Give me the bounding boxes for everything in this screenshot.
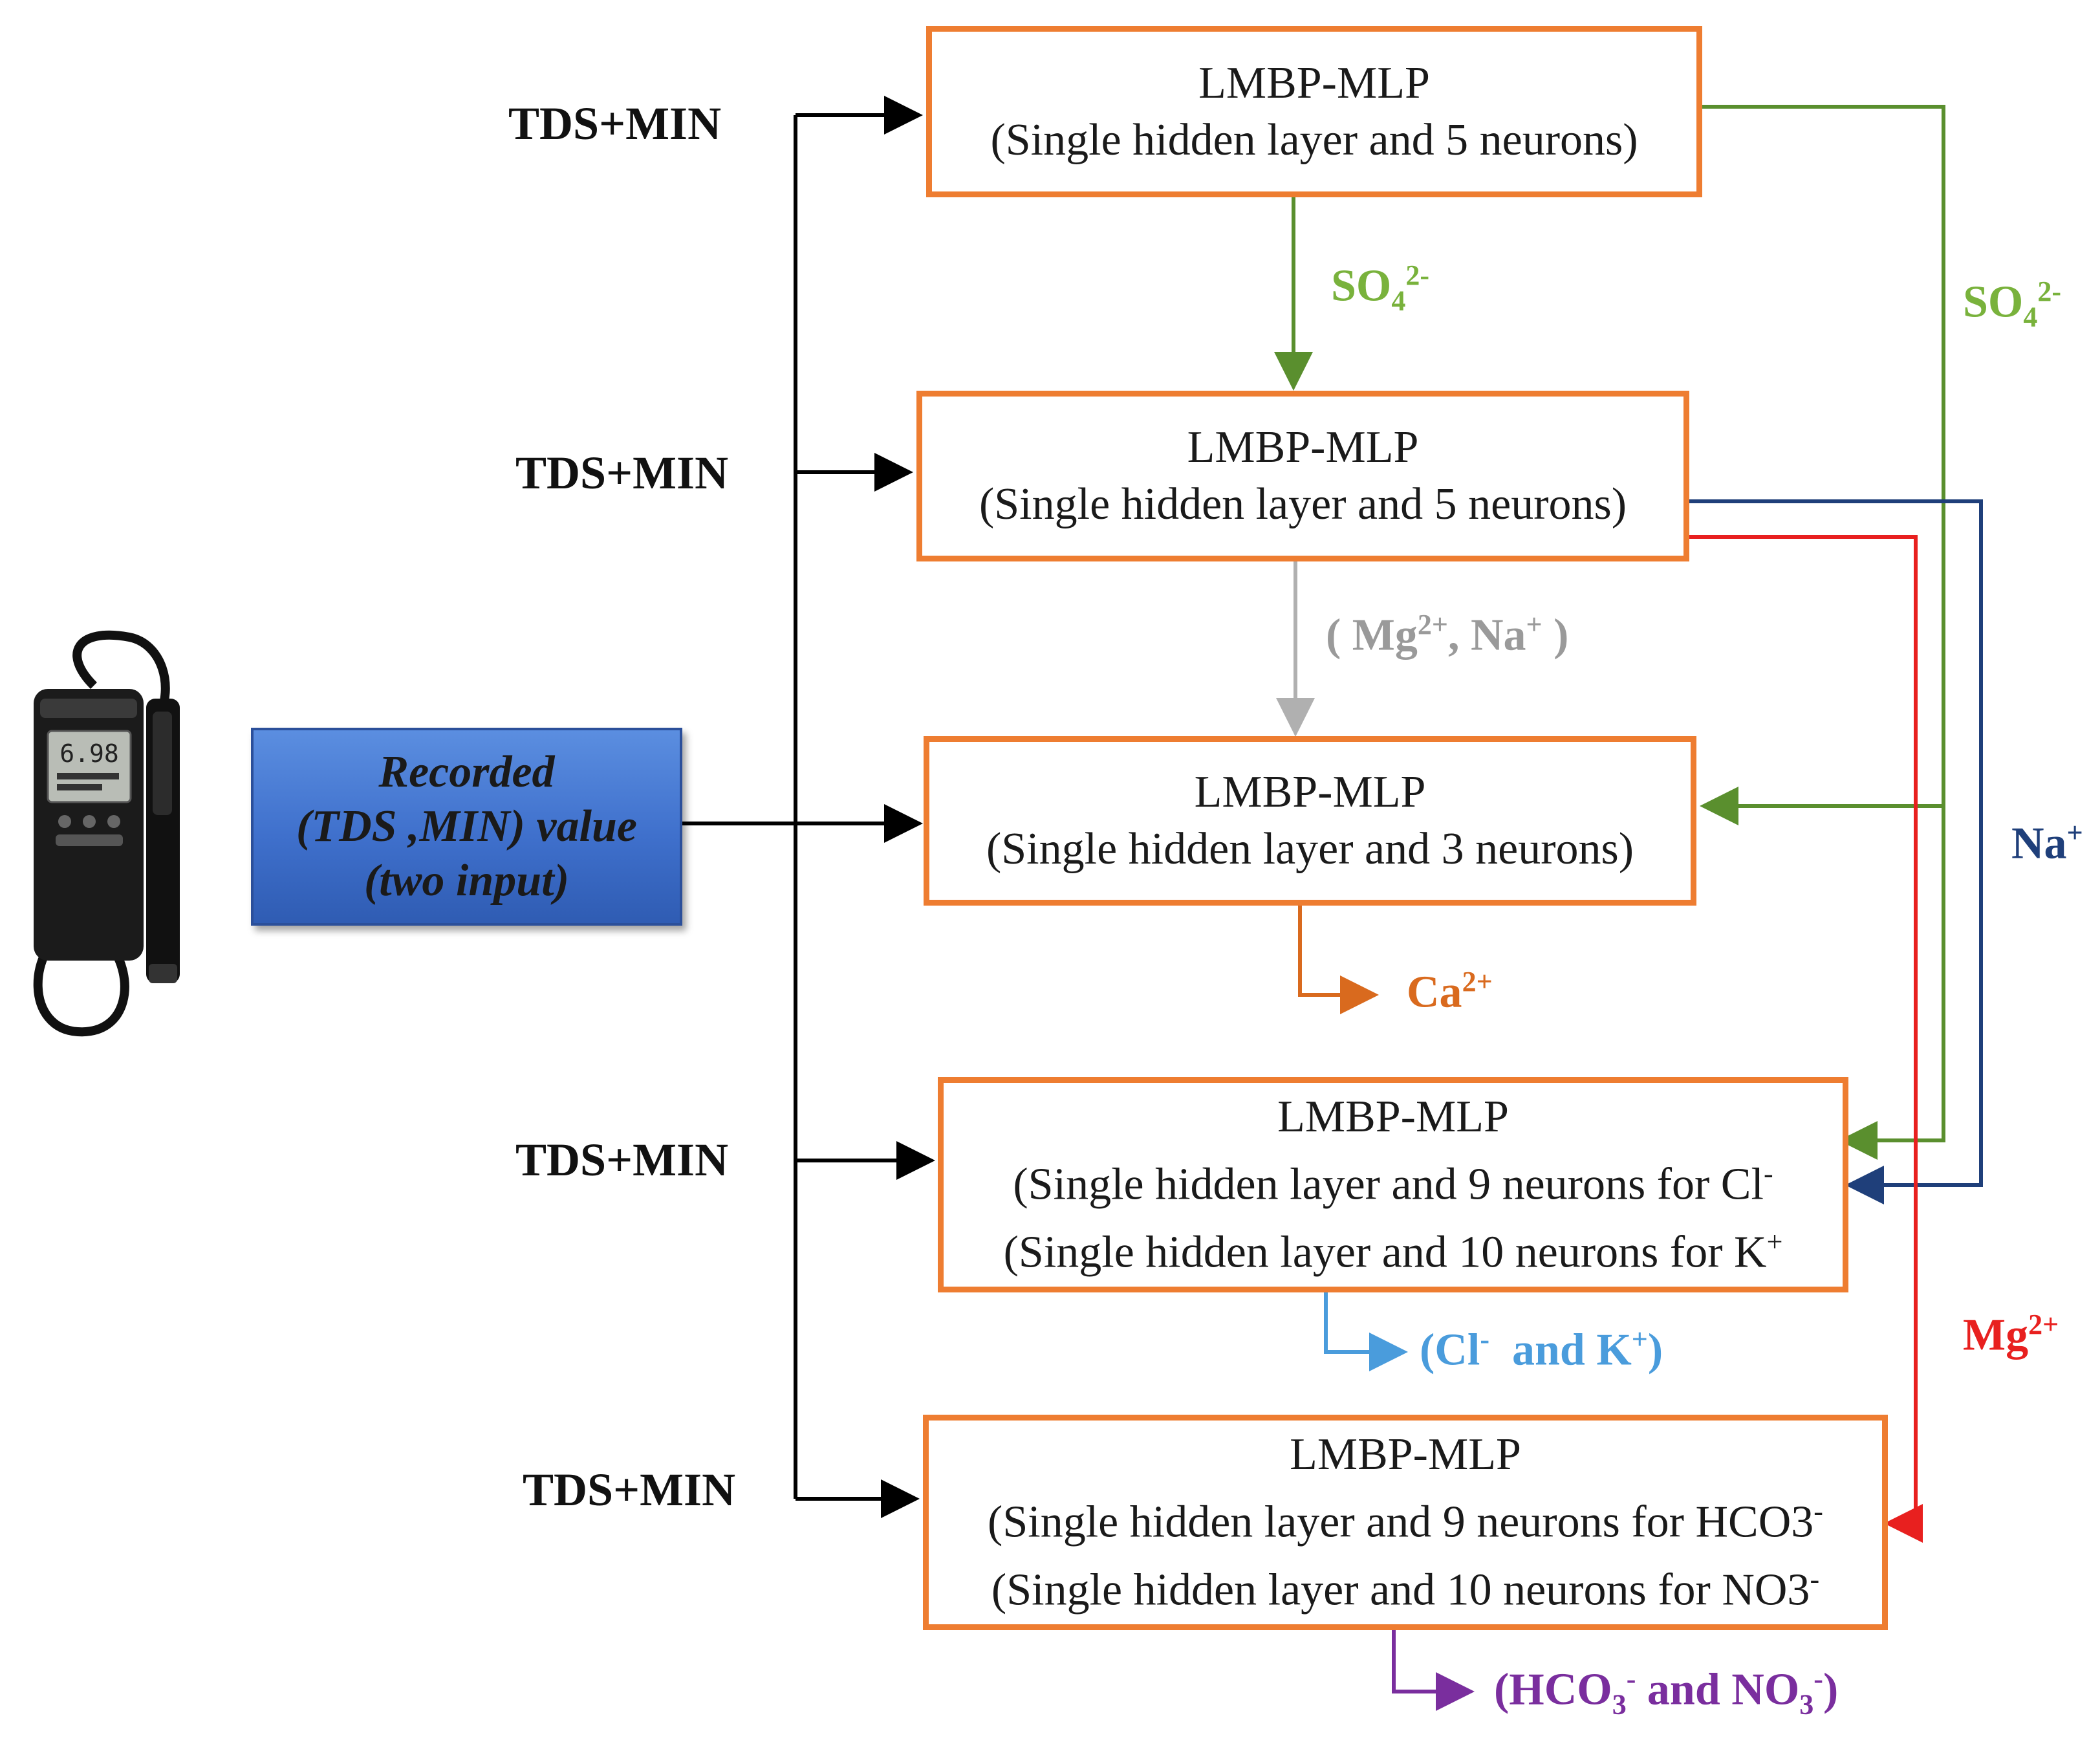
tds-min-label-3: TDS+MIN <box>515 1134 729 1186</box>
lmbp-mlp-box-3: LMBP-MLP (Single hidden layer and 3 neur… <box>924 736 1696 906</box>
mg-label: Mg2+ <box>1963 1309 2059 1360</box>
box-line: (Single hidden layer and 9 neurons for C… <box>1013 1158 1773 1210</box>
lmbp-mlp-box-1: LMBP-MLP (Single hidden layer and 5 neur… <box>926 26 1702 197</box>
input-trunk <box>682 96 935 1518</box>
box-title: LMBP-MLP <box>1277 1092 1509 1142</box>
so4-label-right: SO42- <box>1963 276 2062 333</box>
cl-k-label: (Cl- and K+) <box>1420 1323 1663 1375</box>
sup: - <box>1813 1496 1823 1528</box>
sup: - <box>1763 1158 1773 1190</box>
input-line-3: (two input) <box>363 856 570 906</box>
input-line-1: Recorded <box>378 747 555 797</box>
box-line: (Single hidden layer and 10 neurons for … <box>1003 1225 1783 1277</box>
so4-connectors <box>1274 105 1945 1160</box>
sup: - <box>1810 1563 1820 1595</box>
tds-min-label-1: TDS+MIN <box>508 98 722 149</box>
tds-meter-picture: 6.98 <box>33 630 180 1037</box>
box-line: (Single hidden layer and 10 neurons for … <box>991 1563 1820 1615</box>
box-title: LMBP-MLP <box>1194 767 1426 817</box>
ca-label: Ca2+ <box>1407 966 1493 1018</box>
hco3-no3-connector <box>1392 1630 1475 1711</box>
box-line: (Single hidden layer and 5 neurons) <box>990 114 1638 165</box>
lmbp-mlp-box-2: LMBP-MLP (Single hidden layer and 5 neur… <box>916 391 1689 561</box>
meter-display-value: 6.98 <box>60 739 119 768</box>
lmbp-mlp-box-4: LMBP-MLP (Single hidden layer and 9 neur… <box>938 1077 1848 1292</box>
box-line: (Single hidden layer and 5 neurons) <box>979 479 1627 529</box>
tds-min-label-2: TDS+MIN <box>515 447 729 499</box>
sup: + <box>1766 1225 1783 1258</box>
box-line: (Single hidden layer and 3 neurons) <box>986 824 1634 874</box>
tds-min-label-4: TDS+MIN <box>523 1464 736 1516</box>
mg-connector <box>1689 535 1923 1543</box>
box-title: LMBP-MLP <box>1290 1430 1521 1480</box>
na-label: Na+ <box>2011 817 2083 869</box>
cl-k-connector <box>1324 1292 1408 1371</box>
input-line-2: (TDS ,MIN) value <box>296 801 637 851</box>
mg-na-label: ( Mg2+, Na+ ) <box>1326 609 1569 660</box>
box-title: LMBP-MLP <box>1187 422 1419 472</box>
box-line: (Single hidden layer and 9 neurons for H… <box>988 1496 1823 1547</box>
box-title: LMBP-MLP <box>1198 58 1430 108</box>
recorded-input-box: Recorded (TDS ,MIN) value (two input) <box>251 728 682 926</box>
ca-connector <box>1298 906 1379 1014</box>
hco3-no3-label: (HCO3- and NO3-) <box>1494 1663 1839 1721</box>
so4-label-down: SO42- <box>1331 259 1430 317</box>
lmbp-mlp-box-5: LMBP-MLP (Single hidden layer and 9 neur… <box>923 1415 1888 1630</box>
